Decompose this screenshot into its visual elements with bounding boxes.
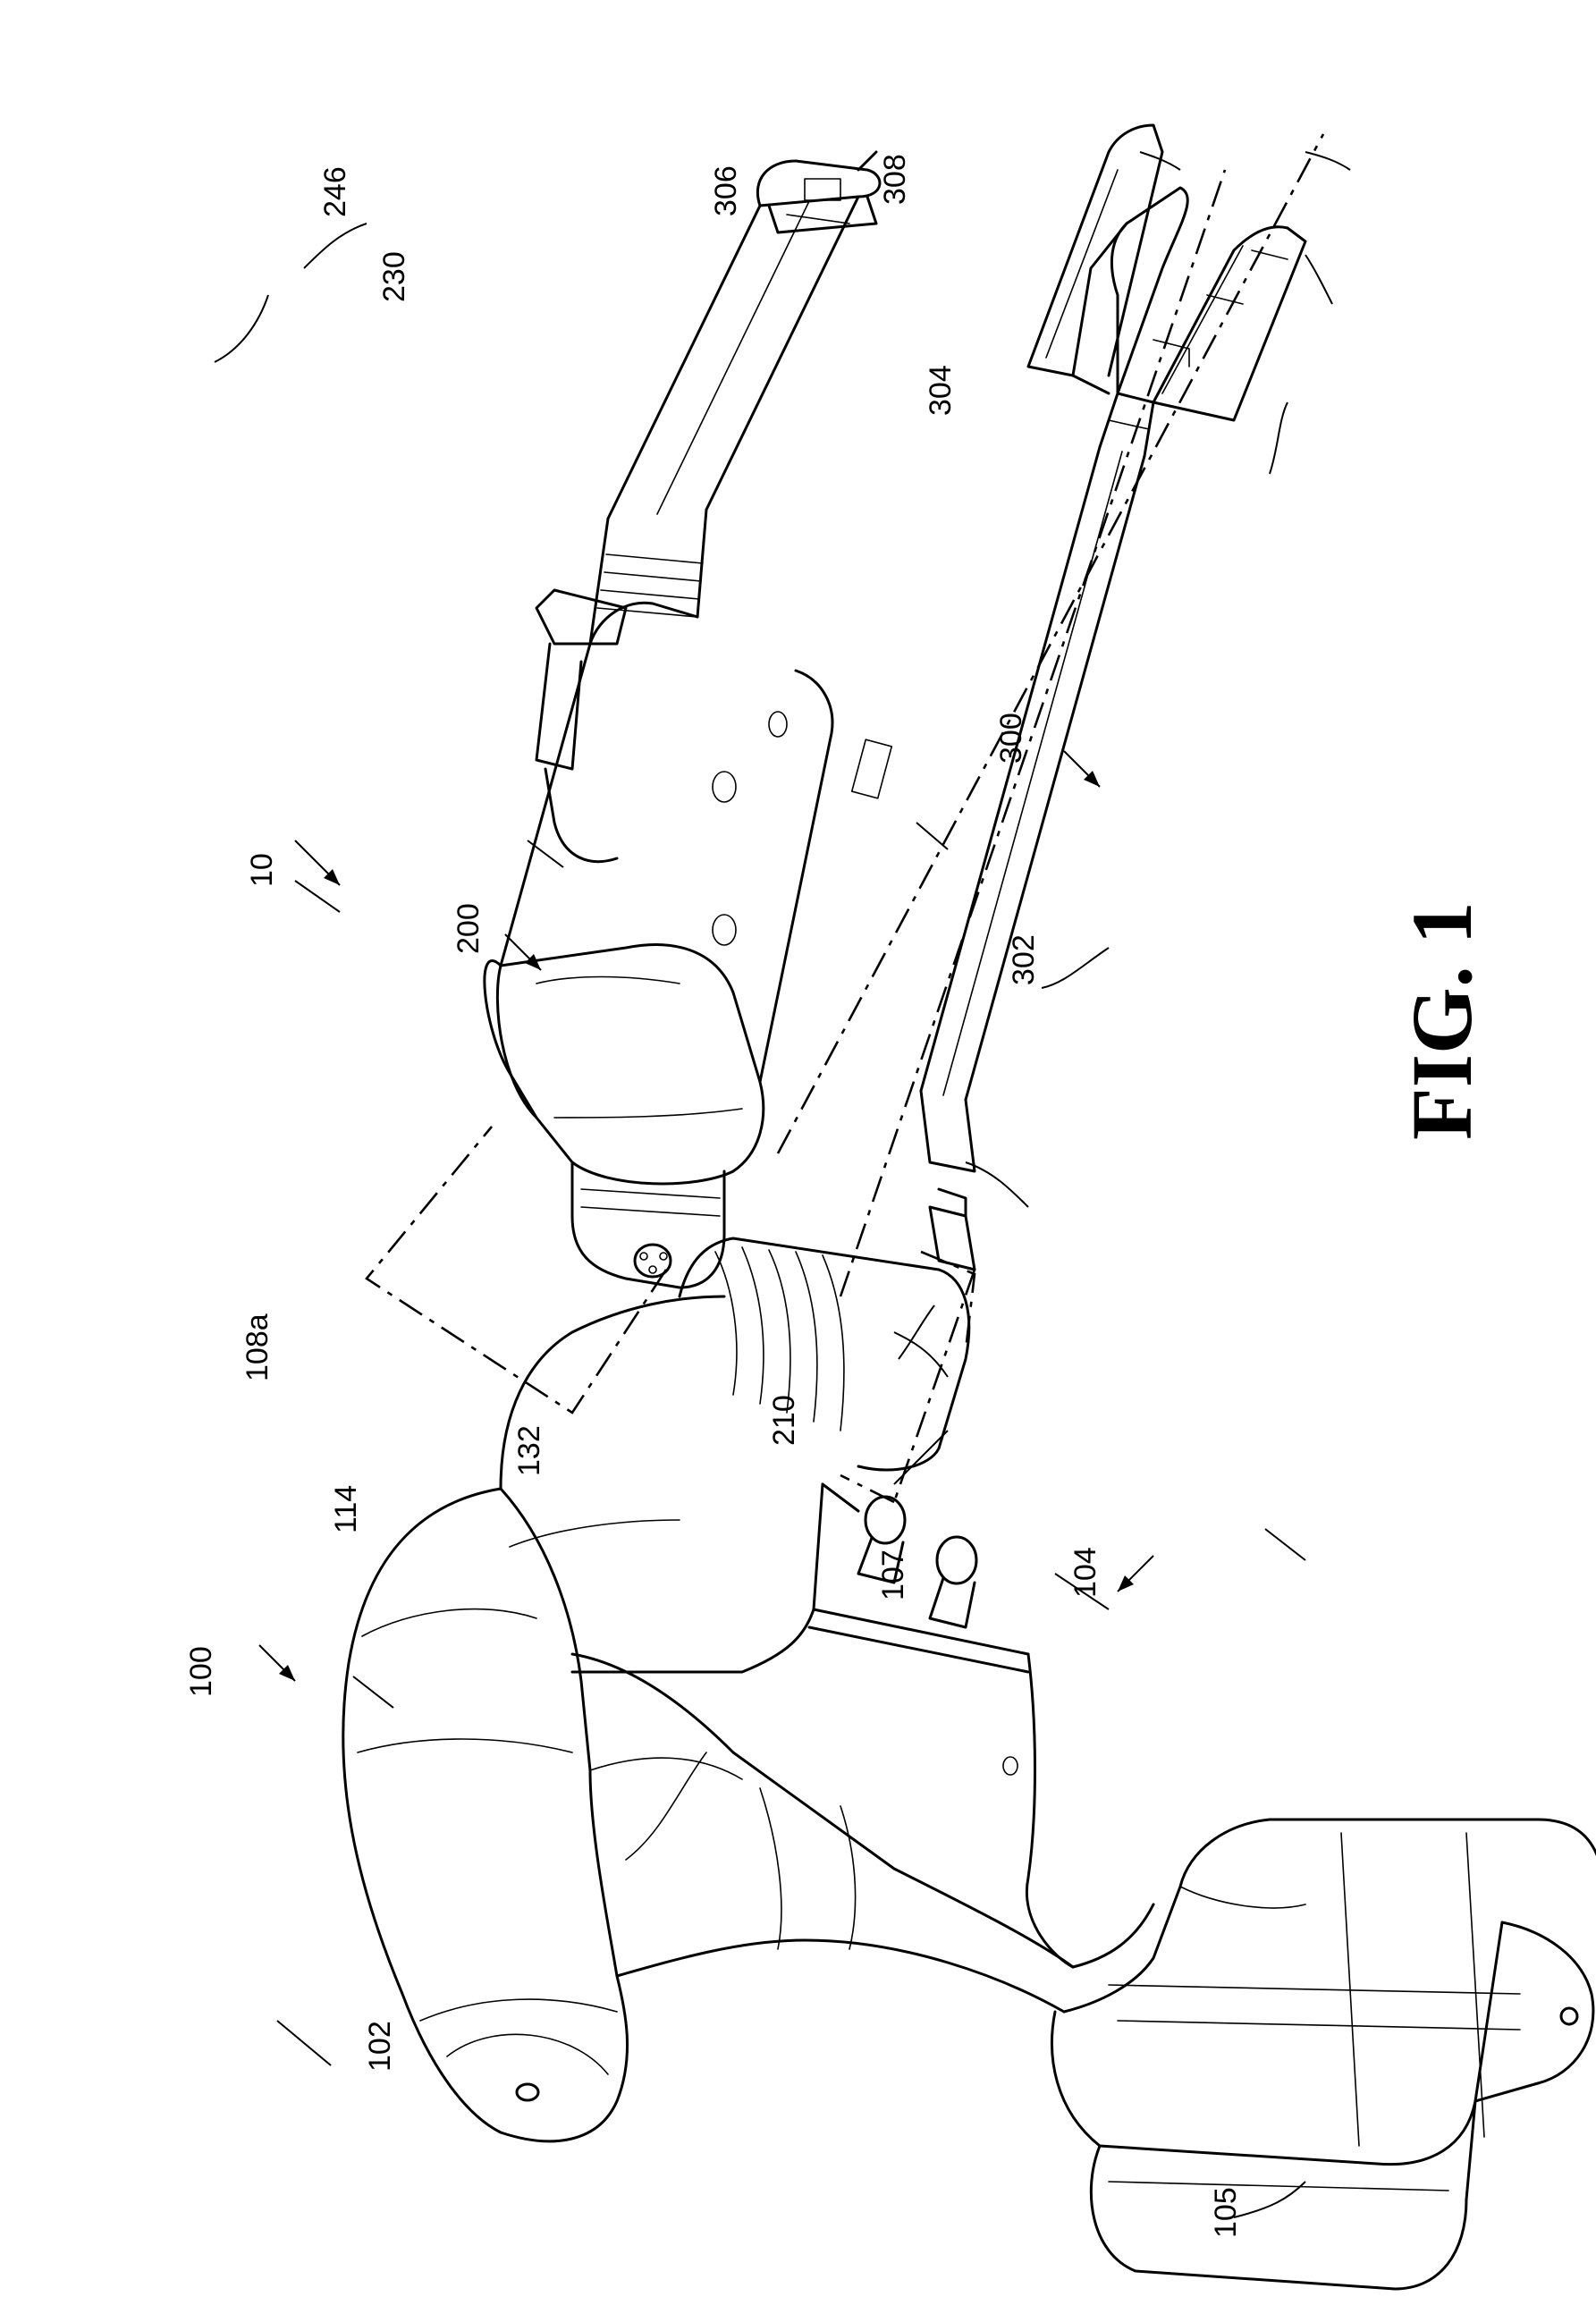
leader-lines (215, 152, 1350, 2217)
label-trigger-housing: 107 (876, 1549, 910, 1600)
label-upper-housing: 114 (329, 1485, 363, 1533)
label-adapter-tip: 230 (377, 251, 411, 302)
label-adapter: 200 (452, 903, 486, 954)
reference-numerals: 10 100 102 104 105 107 108a 114 132 200 … (184, 154, 1243, 2238)
label-battery: 104 (1068, 1547, 1102, 1598)
label-button: 132 (512, 1425, 546, 1476)
label-loading-unit: 300 (994, 713, 1028, 764)
label-battery-cap: 105 (1209, 2187, 1243, 2238)
label-handle: 100 (184, 1646, 218, 1697)
figure-title: FIG. 1 (1394, 901, 1490, 1140)
label-adapter-pin: 246 (318, 166, 352, 217)
label-anvil: 306 (709, 165, 743, 216)
label-adapter-end: 210 (767, 1395, 801, 1446)
label-body: 302 (1007, 934, 1041, 985)
label-cartridge: 308 (878, 154, 912, 205)
label-connector: 108a (241, 1313, 274, 1381)
label-handle-rear: 102 (363, 2021, 397, 2072)
label-arrows (259, 751, 1153, 1681)
surgical-handle (343, 1238, 1596, 2289)
label-assembly: 10 (245, 853, 279, 887)
label-jaw-assembly: 304 (924, 365, 958, 416)
adapter-assembly (485, 152, 880, 1288)
actuation-buttons (809, 1484, 1028, 1672)
alignment-lines (367, 134, 1323, 1502)
